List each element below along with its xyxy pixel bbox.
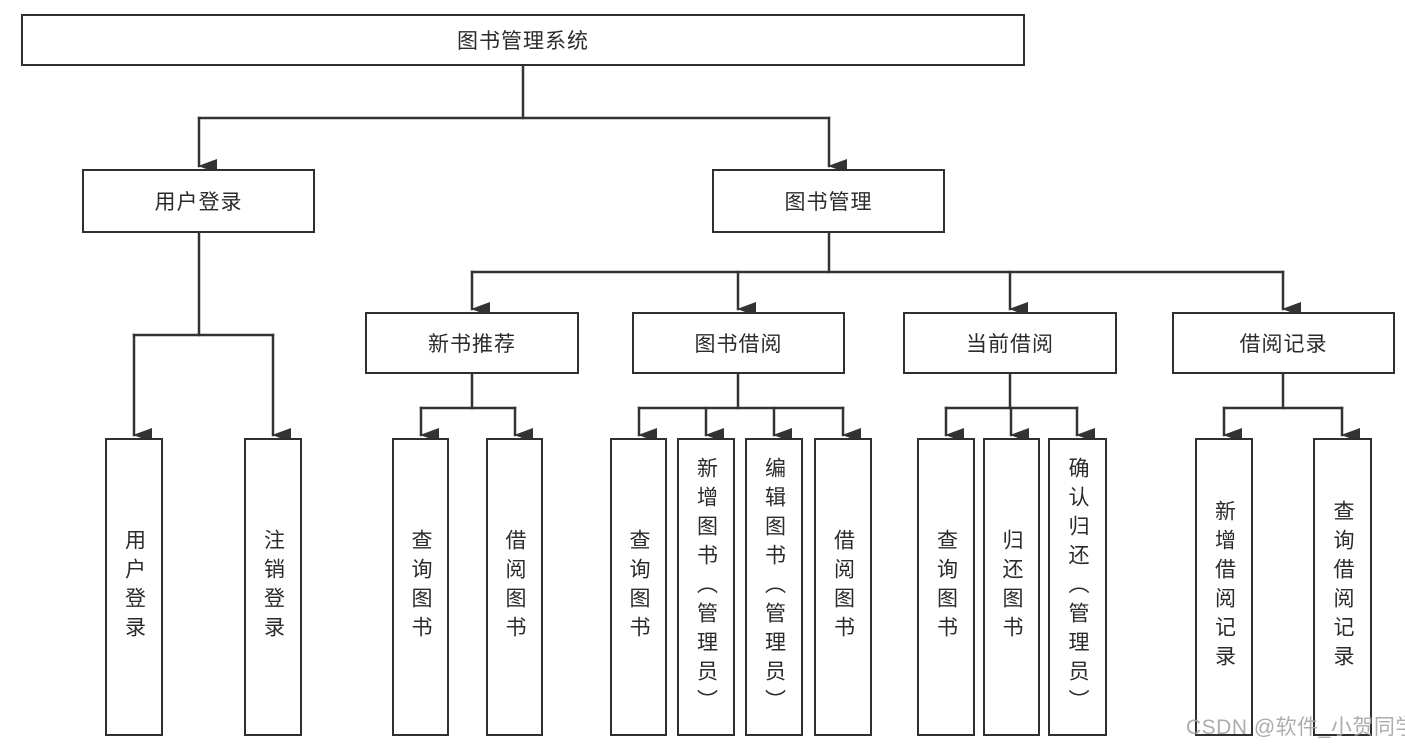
leaf-label: 用户登录 — [122, 529, 146, 645]
leaf-user-login: 用户登录 — [105, 438, 163, 736]
leaf-label: 确认归还（管理员） — [1066, 456, 1089, 718]
leaf-return-books: 归还图书 — [983, 438, 1040, 736]
leaf-add-books-admin: 新增图书（管理员） — [677, 438, 735, 736]
leaf-query-books-1: 查询图书 — [392, 438, 449, 736]
leaf-label: 查询借阅记录 — [1331, 500, 1354, 674]
node-label: 借阅记录 — [1239, 333, 1328, 356]
leaf-edit-books-admin: 编辑图书（管理员） — [745, 438, 803, 736]
leaf-label: 查询图书 — [934, 529, 958, 645]
leaf-logout: 注销登录 — [244, 438, 302, 736]
node-label: 图书管理系统 — [457, 30, 589, 53]
leaf-label: 新增图书（管理员） — [694, 456, 718, 718]
leaf-label: 借阅图书 — [503, 529, 526, 645]
leaf-label: 新增借阅记录 — [1212, 500, 1236, 674]
leaf-query-borrow-record: 查询借阅记录 — [1313, 438, 1372, 736]
node-label: 当前借阅 — [966, 333, 1054, 356]
node-label: 新书推荐 — [428, 333, 516, 356]
leaf-label: 归还图书 — [1000, 529, 1023, 645]
node-label: 图书借阅 — [694, 333, 783, 356]
leaf-query-books-2: 查询图书 — [610, 438, 667, 736]
leaf-borrow-books-1: 借阅图书 — [486, 438, 543, 736]
node-borrow-records: 借阅记录 — [1172, 312, 1395, 374]
node-book-management: 图书管理 — [712, 169, 945, 233]
node-label: 用户登录 — [154, 191, 243, 214]
leaf-label: 注销登录 — [261, 529, 285, 645]
leaf-add-borrow-record: 新增借阅记录 — [1195, 438, 1253, 736]
leaf-query-books-3: 查询图书 — [917, 438, 975, 736]
leaf-label: 借阅图书 — [831, 529, 855, 645]
leaf-label: 编辑图书（管理员） — [762, 456, 786, 718]
leaf-label: 查询图书 — [409, 529, 432, 645]
node-root-system: 图书管理系统 — [21, 14, 1025, 66]
node-current-borrow: 当前借阅 — [903, 312, 1117, 374]
node-user-login: 用户登录 — [82, 169, 315, 233]
leaf-confirm-return-admin: 确认归还（管理员） — [1048, 438, 1107, 736]
leaf-borrow-books-2: 借阅图书 — [814, 438, 872, 736]
node-new-book-recommend: 新书推荐 — [365, 312, 579, 374]
csdn-watermark: CSDN @软件_小贺同学 — [1186, 716, 1405, 739]
node-label: 图书管理 — [784, 191, 873, 214]
node-book-borrow: 图书借阅 — [632, 312, 845, 374]
leaf-label: 查询图书 — [627, 529, 650, 645]
